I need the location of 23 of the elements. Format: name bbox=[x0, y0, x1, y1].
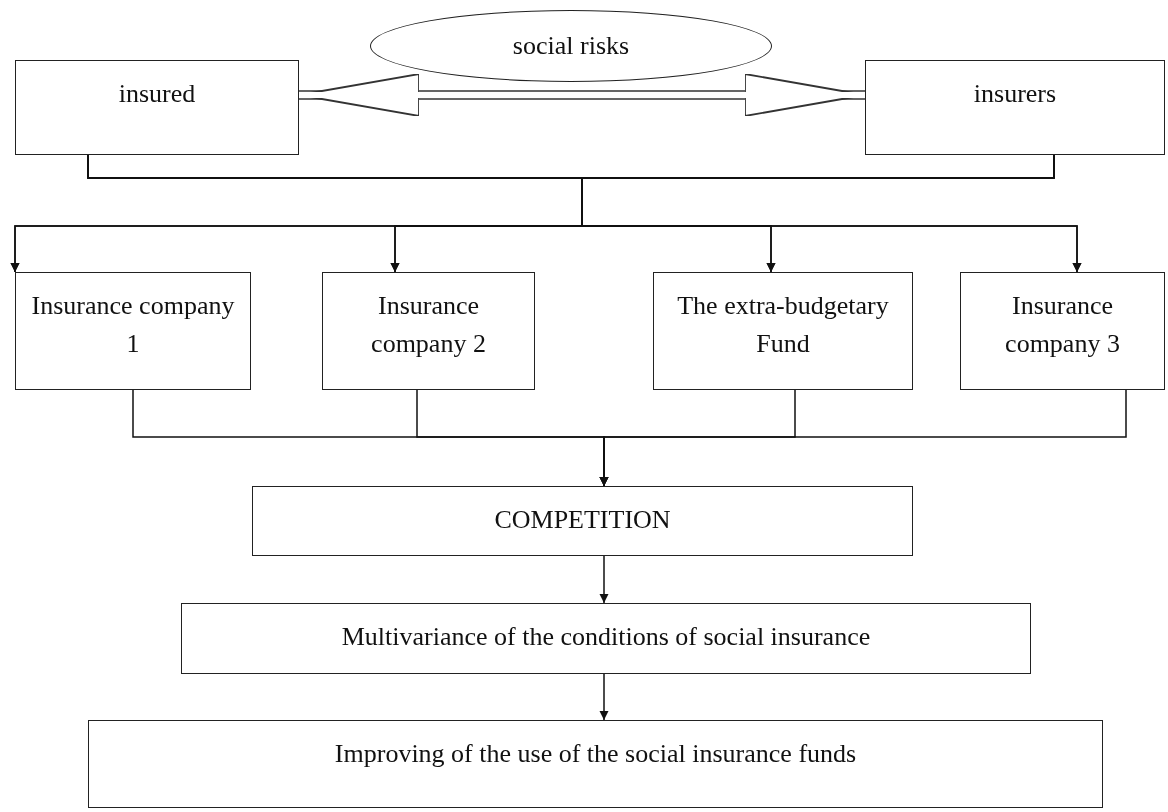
arrow bbox=[599, 673, 609, 721]
process-box bbox=[252, 486, 913, 556]
node-label: insured bbox=[118, 78, 196, 110]
node-label: Improving of the use of the social insurance funds bbox=[334, 738, 857, 770]
node-label: social risks bbox=[512, 30, 630, 62]
node-label: COMPETITION bbox=[494, 504, 671, 536]
arrow bbox=[599, 555, 609, 604]
arrow bbox=[298, 73, 866, 117]
process-box bbox=[88, 720, 1103, 808]
process-box bbox=[865, 60, 1165, 155]
node-label: Insurance company 3 bbox=[1004, 290, 1121, 360]
process-box bbox=[322, 272, 535, 390]
process-box bbox=[653, 272, 913, 390]
node-label: The extra-budgetary Fund bbox=[676, 290, 890, 360]
process-box bbox=[960, 272, 1165, 390]
node-label: Multivariance of the conditions of social insurance bbox=[341, 621, 871, 653]
process-box bbox=[15, 60, 299, 155]
process-box bbox=[15, 272, 251, 390]
arrow bbox=[599, 389, 1127, 487]
node-label: Insurance company 1 bbox=[30, 290, 236, 360]
node-label: Insurance company 2 bbox=[370, 290, 487, 360]
process-box bbox=[181, 603, 1031, 674]
node-label: insurers bbox=[973, 78, 1057, 110]
